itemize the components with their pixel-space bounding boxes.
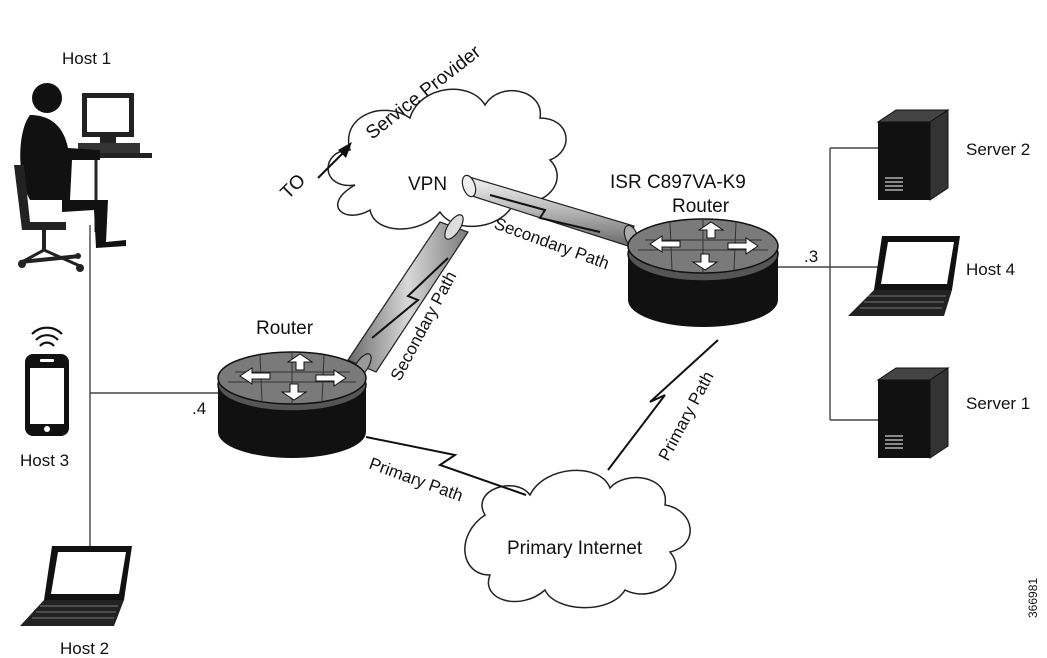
server1-label: Server 1 <box>966 394 1030 413</box>
vpn-label: VPN <box>408 174 447 195</box>
primary-internet-label: Primary Internet <box>507 538 643 559</box>
primary-internet-cloud <box>464 469 691 609</box>
router-left-label: Router <box>256 318 314 339</box>
host3-phone-icon <box>25 326 69 436</box>
host2-label: Host 2 <box>60 639 109 658</box>
primary-path-left-label: Primary Path <box>367 454 466 505</box>
host2-laptop-icon <box>20 546 132 626</box>
router-isr-label: Router <box>672 196 730 217</box>
host1-label: Host 1 <box>62 49 111 68</box>
figure-id: 366981 <box>1026 578 1040 618</box>
to-arrow <box>317 142 352 179</box>
left-router-address: .4 <box>192 399 206 418</box>
router-isr-model-label: ISR C897VA-K9 <box>610 172 746 193</box>
host4-laptop-icon <box>848 236 960 316</box>
right-router-address: .3 <box>804 247 818 266</box>
server2-icon <box>876 109 950 201</box>
left-lan-wires <box>89 225 218 548</box>
to-label: TO <box>277 170 310 203</box>
host1-workstation-icon <box>14 83 152 272</box>
server2-label: Server 2 <box>966 140 1030 159</box>
host4-label: Host 4 <box>966 260 1015 279</box>
vpn-tunnel-right <box>461 174 639 248</box>
primary-path-right-label: Primary Path <box>655 368 718 464</box>
right-lan-wires <box>778 147 880 421</box>
host3-label: Host 3 <box>20 451 69 470</box>
server1-icon <box>876 367 950 459</box>
wifi-icon <box>31 326 63 347</box>
router-isr-icon <box>627 218 779 327</box>
router-left-icon <box>217 351 367 458</box>
primary-path-right-link <box>607 339 719 471</box>
primary-path-left-link <box>365 436 527 496</box>
